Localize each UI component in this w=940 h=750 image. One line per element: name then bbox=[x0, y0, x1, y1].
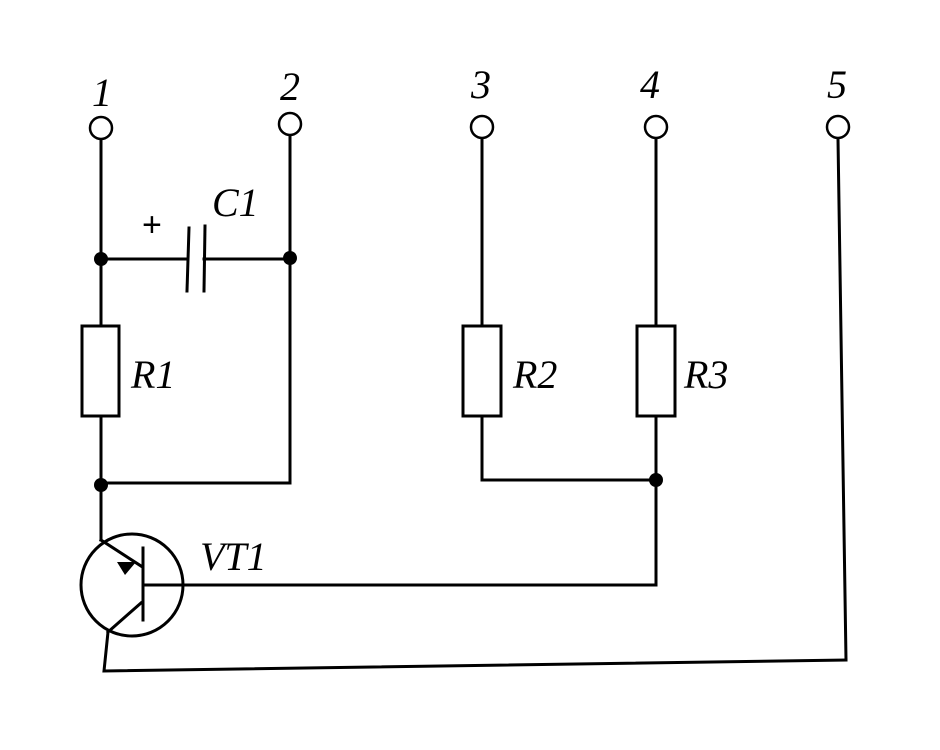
wires-left-network bbox=[99, 134, 292, 542]
wire-terminal-5 bbox=[102, 137, 848, 673]
junction-dots bbox=[94, 251, 663, 492]
terminal-3 bbox=[469, 114, 495, 140]
resistor-r2 bbox=[461, 324, 503, 418]
capacitor-c1-label: C1 bbox=[212, 180, 259, 225]
wires-right-network bbox=[144, 137, 658, 587]
resistor-r2-label: R2 bbox=[512, 352, 557, 397]
terminal-1-label: 1 bbox=[92, 70, 112, 115]
resistor-r3-label: R3 bbox=[683, 352, 728, 397]
terminal-4 bbox=[643, 114, 669, 140]
terminal-1 bbox=[88, 115, 114, 141]
terminal-5-label: 5 bbox=[827, 62, 847, 107]
terminal-2 bbox=[277, 111, 303, 137]
resistor-r1 bbox=[80, 324, 121, 418]
terminal-5 bbox=[825, 114, 851, 140]
transistor-vt1-label: VT1 bbox=[200, 534, 267, 579]
terminal-4-label: 4 bbox=[640, 62, 660, 107]
resistor-r3 bbox=[635, 324, 677, 418]
resistor-r1-label: R1 bbox=[130, 352, 175, 397]
transistor-vt1 bbox=[79, 532, 185, 638]
capacitor-c1 bbox=[185, 224, 207, 293]
capacitor-polarity-sign: + bbox=[142, 206, 162, 244]
terminal-3-label: 3 bbox=[470, 62, 491, 107]
terminal-2-label: 2 bbox=[280, 64, 300, 109]
